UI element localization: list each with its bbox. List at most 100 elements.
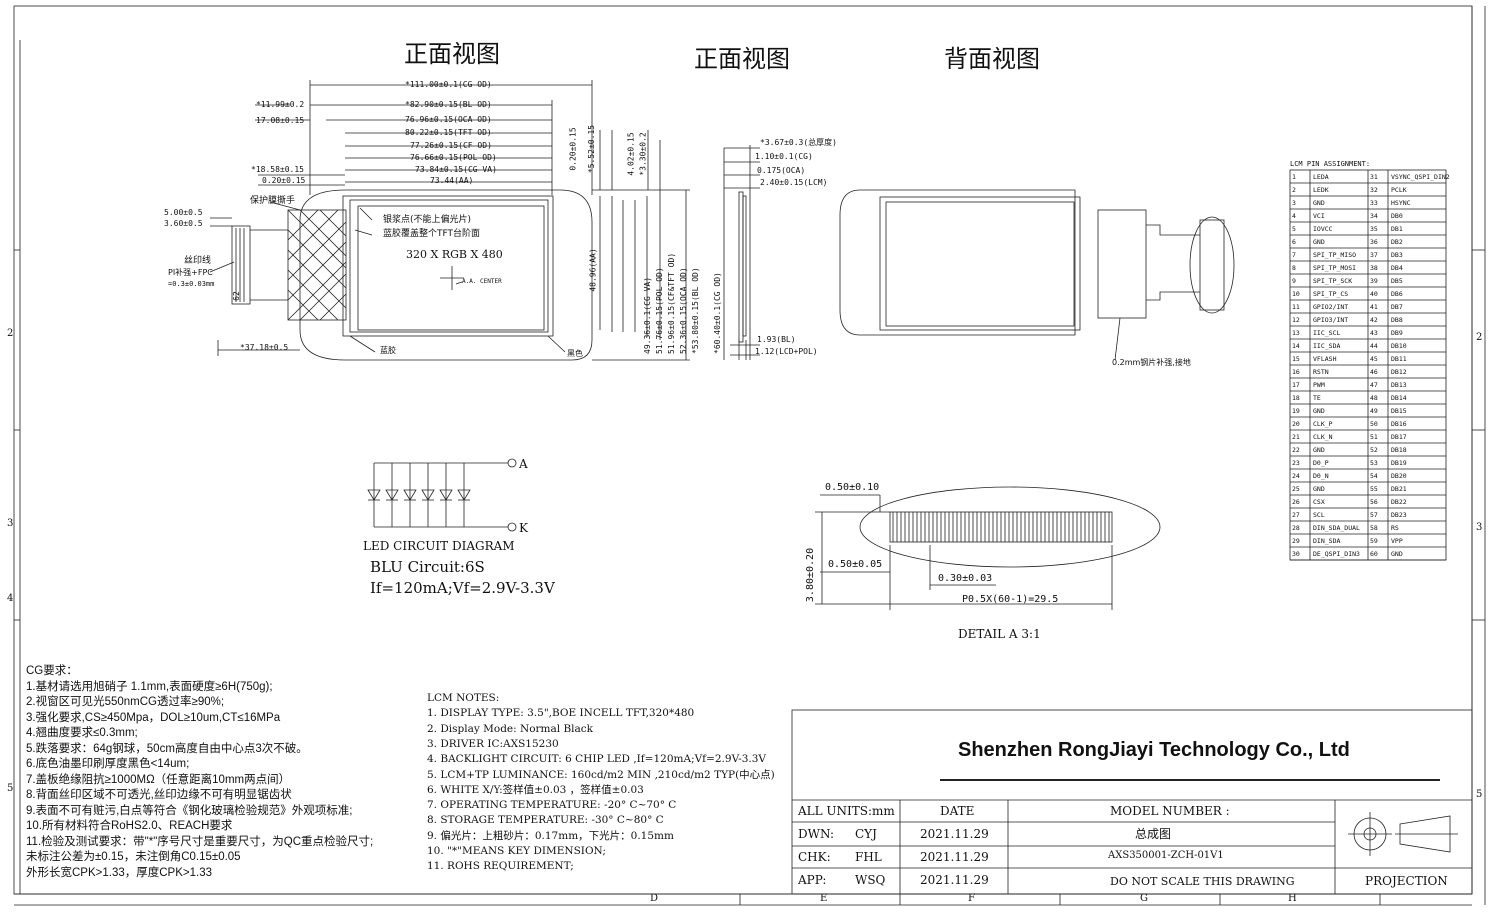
- pin-number: 18: [1292, 394, 1300, 402]
- pin-number: 48: [1370, 394, 1378, 402]
- dim-h-oca: 52.36±0.15(OCA OD): [679, 267, 688, 354]
- pin-number: 55: [1370, 485, 1378, 493]
- dim-17-08: 17.08±0.15: [256, 116, 305, 125]
- pin-number: 20: [1292, 420, 1300, 428]
- pin-signal: VFLASH: [1313, 355, 1337, 363]
- label-aa-center: A.A. CENTER: [462, 278, 502, 285]
- pin-number: 56: [1370, 498, 1378, 506]
- pin-signal: VPP: [1391, 537, 1403, 545]
- pin-number: 19: [1292, 407, 1300, 415]
- pin-signal: DIN_SDA: [1313, 537, 1341, 545]
- label-pi-stiff: PI补强+FPC: [168, 268, 213, 277]
- pin-signal: DB21: [1391, 485, 1407, 493]
- title-block-lines: [791, 709, 1473, 895]
- pin-signal: IIC_SDA: [1313, 342, 1341, 350]
- pin-number: 26: [1292, 498, 1300, 506]
- pin-signal: CLK_N: [1313, 433, 1333, 441]
- chk-label: CHK:: [798, 850, 831, 864]
- pin-number: 13: [1292, 329, 1300, 337]
- cg-note-line: 8.背面丝印区域不可透光,丝印边缘不可有明显锯齿状: [26, 789, 292, 801]
- pin-signal: PWM: [1313, 381, 1325, 389]
- pin-signal: DB10: [1391, 342, 1407, 350]
- no-scale: DO NOT SCALE THIS DRAWING: [1110, 875, 1295, 888]
- pin-signal: RS: [1391, 524, 1399, 532]
- dim-cg-width: *111.00±0.1(CG OD): [405, 80, 492, 89]
- pin-signal: LEDA: [1313, 173, 1329, 181]
- pin-signal: CLK_P: [1313, 420, 1333, 428]
- pin-number: 27: [1292, 511, 1300, 519]
- pin-number: 35: [1370, 225, 1378, 233]
- lcm-note-line: 1. DISPLAY TYPE: 3.5",BOE INCELL TFT,320…: [427, 707, 695, 720]
- pin-signal: DB23: [1391, 511, 1407, 519]
- dim-total: *3.67±0.3(总厚度): [760, 138, 837, 147]
- lcm-note-line: 4. BACKLIGHT CIRCUIT: 6 CHIP LED ,If=120…: [427, 753, 767, 766]
- cg-note-line: 10.所有材料符合RoHS2.0、REACH要求: [26, 820, 233, 832]
- chk-name: FHL: [855, 850, 882, 864]
- lcm-note-line: 2. Display Mode: Normal Black: [427, 722, 594, 735]
- pin-number: 23: [1292, 459, 1300, 467]
- label-resolution: 320 X RGB X 480: [406, 248, 503, 261]
- zone-bottom-e: E: [820, 893, 828, 904]
- cg-note-line: 6.底色油墨印刷厚度黑色<14um;: [26, 758, 190, 770]
- pin-signal: SPI_TP_MOSI: [1313, 264, 1357, 272]
- pin-signal: D0_N: [1313, 472, 1329, 480]
- pin-number: 36: [1370, 238, 1378, 246]
- cg-note-line: 2.视窗区可见光550nmCG透过率≥90%;: [26, 696, 225, 708]
- pin-number: 3: [1292, 199, 1296, 207]
- pin-number: 34: [1370, 212, 1378, 220]
- pin-number: 40: [1370, 290, 1378, 298]
- label-fpc-num: 62: [231, 291, 241, 301]
- label-silk: 丝印线: [184, 256, 212, 266]
- pin-signal: LEDK: [1313, 186, 1329, 194]
- pin-signal: DB17: [1391, 433, 1407, 441]
- pin-number: 59: [1370, 537, 1378, 545]
- pin-signal: VSYNC_QSPI_DIN2: [1391, 173, 1450, 181]
- pin-number: 45: [1370, 355, 1378, 363]
- detail-a: [815, 486, 1161, 610]
- cg-note-line: CG要求：: [26, 665, 78, 677]
- pin-number: 52: [1370, 446, 1378, 454]
- dim-bl-width: *82.90±0.15(BL OD): [405, 100, 492, 109]
- dim-side-bl: 1.93(BL): [757, 335, 796, 344]
- dim-pol-width: 76.66±0.15(POL OD): [410, 153, 497, 162]
- pin-number: 42: [1370, 316, 1378, 324]
- all-units: ALL UNITS:mm: [798, 804, 895, 818]
- pin-signal: VCI: [1313, 212, 1325, 220]
- pin-signal: D0_P: [1313, 459, 1329, 467]
- pin-signal: GND: [1313, 485, 1325, 493]
- pin-number: 31: [1370, 173, 1378, 181]
- label-black: 黑色: [567, 349, 583, 358]
- zone-right-2: 2: [1476, 332, 1483, 343]
- pin-signal: DB14: [1391, 394, 1407, 402]
- dim-11-99: *11.99±0.2: [256, 100, 305, 109]
- dim-h-pol: 51.76±0.15(POL OD): [655, 267, 664, 354]
- pin-number: 5: [1292, 225, 1296, 233]
- dim-fpc-3-6: 3.60±0.5: [164, 219, 203, 228]
- app-date: 2021.11.29: [920, 873, 989, 887]
- pin-number: 10: [1292, 290, 1300, 298]
- cg-note-line: 9.表面不可有赃污,白点等符合《钢化玻璃检验规范》外观项标准;: [26, 804, 353, 817]
- detail-d050-010: 0.50±0.10: [825, 482, 880, 493]
- model-name: 总成图: [1135, 827, 1172, 841]
- pin-number: 14: [1292, 342, 1300, 350]
- dim-fpc-length: *37.18±0.5: [240, 343, 289, 352]
- pin-signal: DB5: [1391, 277, 1403, 285]
- pin-signal: DB22: [1391, 498, 1407, 506]
- label-protect-film: 保护膜撕手: [250, 196, 296, 206]
- pin-number: 12: [1292, 316, 1300, 324]
- pin-signal: SPI_TP_CS: [1313, 290, 1349, 298]
- pin-signal: DB13: [1391, 381, 1407, 389]
- back-view-title: 背面视图: [944, 45, 1040, 73]
- detail-pitch: P0.5X(60-1)=29.5: [962, 594, 1059, 605]
- pin-number: 17: [1292, 381, 1300, 389]
- pin-signal: DB9: [1391, 329, 1403, 337]
- led-anode: A: [519, 457, 528, 471]
- label-blue-glue-bottom: 蓝胶: [380, 346, 396, 355]
- pin-signal: GND: [1313, 446, 1325, 454]
- zone-left-3: 3: [7, 518, 14, 529]
- projection: PROJECTION: [1365, 874, 1448, 888]
- zone-bottom-d: D: [650, 893, 659, 904]
- dwn-label: DWN:: [798, 827, 835, 841]
- label-silver: 银浆点(不能上偏光片): [383, 215, 472, 225]
